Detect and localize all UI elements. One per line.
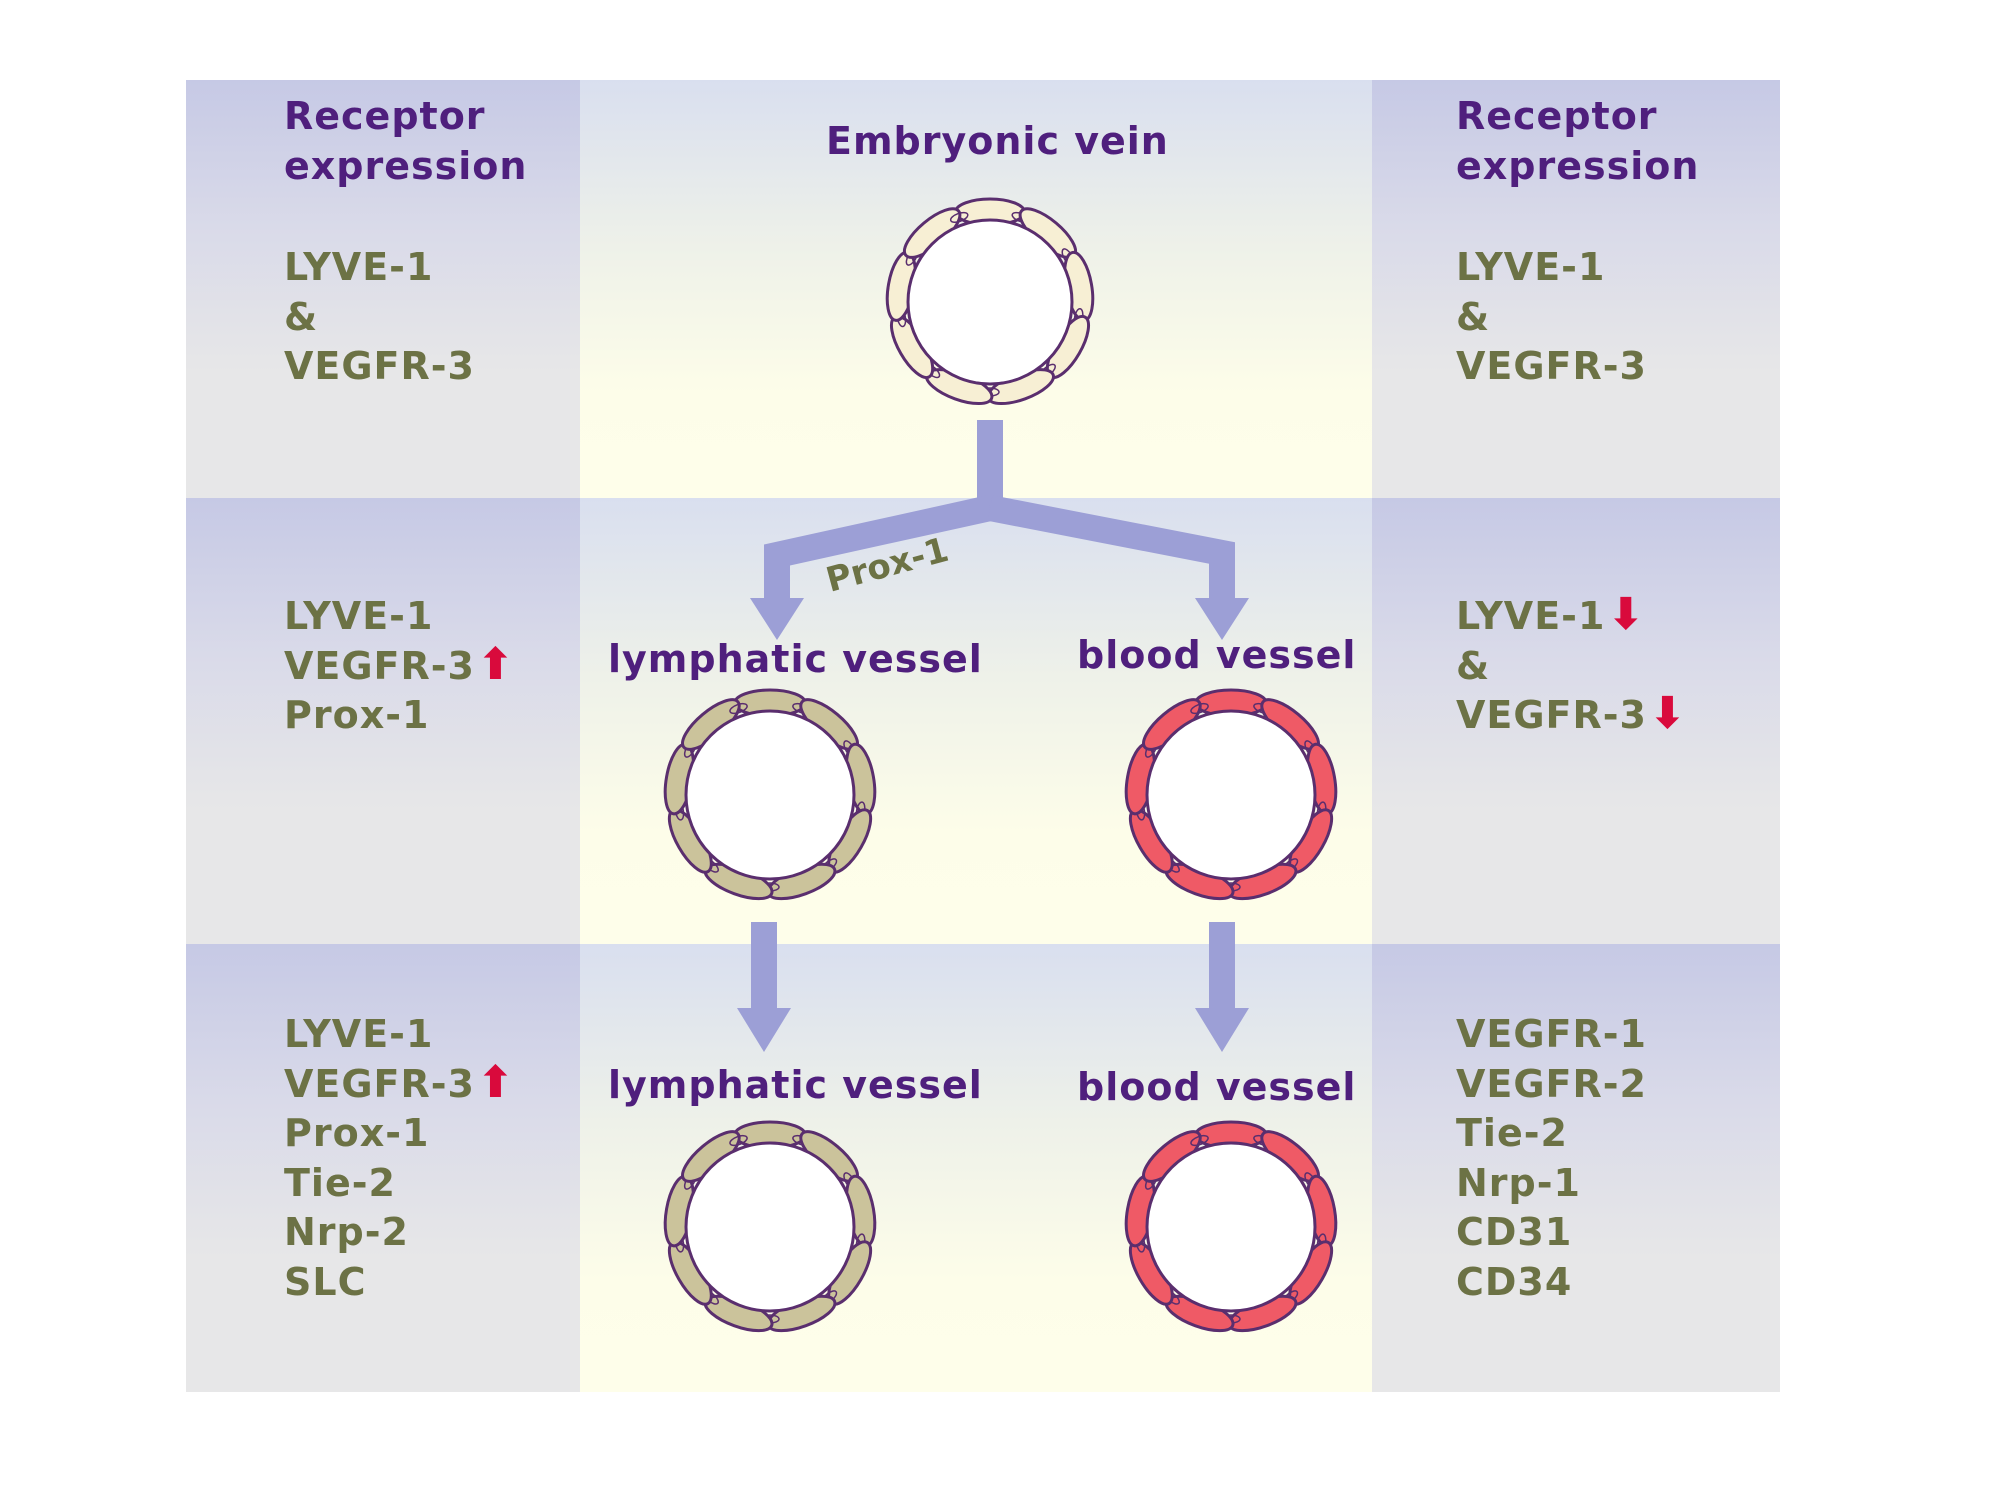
receptor-label: &	[284, 294, 319, 339]
left-band-row-2	[186, 498, 580, 944]
embryonic-vein-icon	[885, 197, 1095, 406]
receptor-name: LYVE-1	[284, 594, 434, 638]
lymphatic-vessel-icon	[663, 1120, 877, 1333]
receptor-name: Prox-1	[284, 693, 430, 737]
cell-nucleus	[1190, 702, 1209, 715]
receptor-name: LYVE-1	[284, 1012, 434, 1056]
left-header: Receptor expression	[284, 91, 527, 191]
vessel-lumen	[684, 709, 856, 881]
receptor-label: &	[1456, 294, 1491, 339]
left-band-row-1	[186, 80, 580, 498]
receptor-label: VEGFR-3⬇	[1456, 691, 1687, 741]
receptor-name: VEGFR-3	[284, 643, 475, 688]
up-arrow-icon: ⬆	[477, 638, 515, 690]
vessel-lumen	[1145, 1141, 1317, 1313]
cell-nucleus	[1190, 1134, 1209, 1147]
blood-vessel-label: blood vessel	[1077, 1065, 1357, 1109]
receptor-label: VEGFR-2	[1456, 1060, 1647, 1110]
cell-nucleus	[729, 702, 748, 715]
receptor-label: CD31	[1456, 1208, 1647, 1258]
receptor-name: SLC	[284, 1259, 367, 1304]
cell-nucleus	[729, 1134, 748, 1147]
receptor-label: SLC	[284, 1258, 515, 1308]
receptor-label: Prox-1	[284, 1109, 515, 1159]
receptor-label: LYVE-1	[284, 245, 434, 289]
right-header-line-2: expression	[1456, 144, 1700, 188]
receptor-name: Tie-2	[284, 1160, 396, 1205]
receptor-name: VEGFR-2	[1456, 1061, 1647, 1106]
receptor-label: LYVE-1	[1456, 245, 1606, 289]
receptor-label: LYVE-1⬇	[1456, 592, 1687, 642]
right-row-2-receptors: LYVE-1⬇&VEGFR-3⬇	[1456, 592, 1687, 741]
receptor-label: VEGFR-3⬆	[284, 1060, 515, 1110]
receptor-label: &	[1456, 642, 1687, 692]
left-header-line-1: Receptor	[284, 94, 486, 138]
arrowhead-icon	[1195, 1008, 1249, 1052]
receptor-label: Tie-2	[284, 1159, 515, 1209]
right-header: Receptor expression	[1456, 91, 1699, 191]
right-band-row-1	[1372, 80, 1780, 498]
arrowhead-icon	[737, 1008, 791, 1052]
right-header-line-1: Receptor	[1456, 94, 1658, 138]
arrowhead-icon	[1195, 598, 1249, 640]
receptor-name: LYVE-1	[1456, 594, 1606, 638]
receptor-name: VEGFR-3	[284, 1061, 475, 1106]
receptor-label: Tie-2	[1456, 1109, 1647, 1159]
receptor-label: VEGFR-3	[284, 344, 475, 388]
right-row-1-receptors: LYVE-1 & VEGFR-3	[1456, 243, 1647, 392]
up-arrow-icon: ⬆	[477, 1056, 515, 1108]
branch-arrow-right	[987, 495, 1235, 598]
right-band-row-3	[1372, 944, 1780, 1392]
lymphatic-vessel-icon	[663, 688, 877, 901]
receptor-name: Tie-2	[1456, 1111, 1568, 1155]
receptor-label: VEGFR-1	[1456, 1010, 1647, 1060]
blood-vessel-label: blood vessel	[1077, 633, 1357, 677]
lymphatic-vessel-label: lymphatic vessel	[608, 637, 983, 681]
receptor-label: CD34	[1456, 1258, 1647, 1308]
receptor-label: LYVE-1	[284, 1010, 515, 1060]
receptor-label: Nrp-2	[284, 1208, 515, 1258]
embryonic-vein-label: Embryonic vein	[826, 119, 1169, 163]
receptor-label: VEGFR-3⬆	[284, 642, 515, 692]
receptor-name: &	[1456, 643, 1491, 688]
blood-vessel-icon	[1124, 688, 1338, 901]
down-arrow-icon: ⬇	[1649, 688, 1687, 739]
vessel-lumen	[906, 218, 1074, 386]
receptor-label: VEGFR-3	[1456, 344, 1647, 388]
receptor-name: Nrp-2	[284, 1210, 409, 1254]
vessel-lumen	[1145, 709, 1317, 881]
left-header-line-2: expression	[284, 144, 528, 188]
left-band-row-3	[186, 944, 580, 1392]
arrowhead-icon	[750, 598, 804, 640]
receptor-label: LYVE-1	[284, 592, 515, 642]
receptor-label: Prox-1	[284, 691, 515, 741]
receptor-name: CD34	[1456, 1259, 1573, 1304]
branch-arrow-left	[764, 495, 993, 598]
right-band-row-2	[1372, 498, 1780, 944]
receptor-label: Nrp-1	[1456, 1159, 1647, 1209]
cell-nucleus	[949, 211, 969, 224]
receptor-name: Prox-1	[284, 1111, 430, 1155]
receptor-name: VEGFR-3	[1456, 693, 1647, 737]
vessel-lumen	[684, 1141, 856, 1313]
receptor-name: CD31	[1456, 1210, 1573, 1254]
blood-vessel-icon	[1124, 1120, 1338, 1333]
lymphatic-vessel-label: lymphatic vessel	[608, 1063, 983, 1107]
receptor-name: VEGFR-1	[1456, 1012, 1647, 1056]
down-arrow-icon: ⬇	[1607, 589, 1646, 640]
receptor-name: Nrp-1	[1456, 1160, 1581, 1205]
left-row-1-receptors: LYVE-1 & VEGFR-3	[284, 243, 475, 392]
